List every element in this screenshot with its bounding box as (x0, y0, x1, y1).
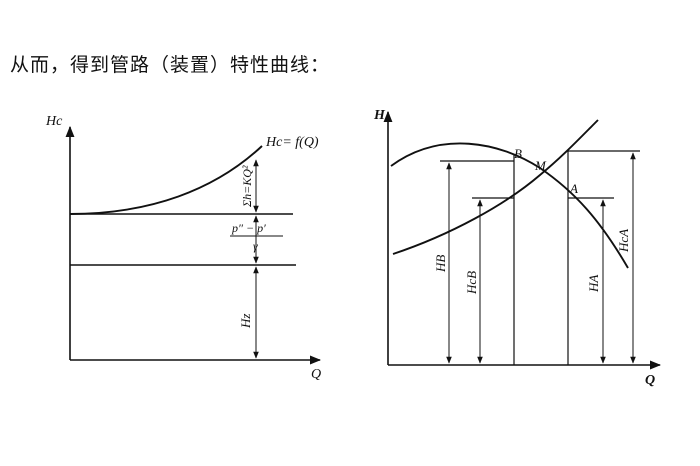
pressure-label-denominator: γ (253, 239, 258, 253)
heading: 从而，得到管路（装置）特性曲线： (10, 54, 331, 76)
system-curve (69, 145, 263, 215)
hca-label: HcA (616, 229, 631, 253)
left-labels: Hc Q Hc= f(Q) Σh=KQ² p″ − p′ γ Hz (45, 114, 321, 382)
left-y-axis-label: Hc (45, 114, 63, 129)
right-y-axis-label: H (373, 108, 386, 123)
right-labels: H Q B M A HB HcB HA HcA (373, 108, 655, 388)
point-a-label: A (569, 181, 578, 196)
static-head-label: Hz (238, 314, 253, 329)
right-x-axis-label: Q (645, 373, 655, 388)
left-x-axis-label: Q (311, 367, 321, 382)
ha-label: HA (586, 275, 601, 293)
right-diagram (383, 110, 662, 370)
system-curve-right (392, 119, 599, 255)
pressure-label-numerator: p″ − p′ (231, 221, 266, 235)
point-b-label: B (514, 146, 522, 161)
hcb-label: HcB (464, 271, 479, 295)
point-m-label: M (534, 158, 547, 173)
left-diagram (65, 125, 322, 365)
friction-label: Σh=KQ² (240, 165, 254, 208)
hb-label: HB (433, 255, 448, 273)
pump-curve (390, 142, 629, 269)
system-curve-label: Hc= f(Q) (265, 135, 319, 150)
